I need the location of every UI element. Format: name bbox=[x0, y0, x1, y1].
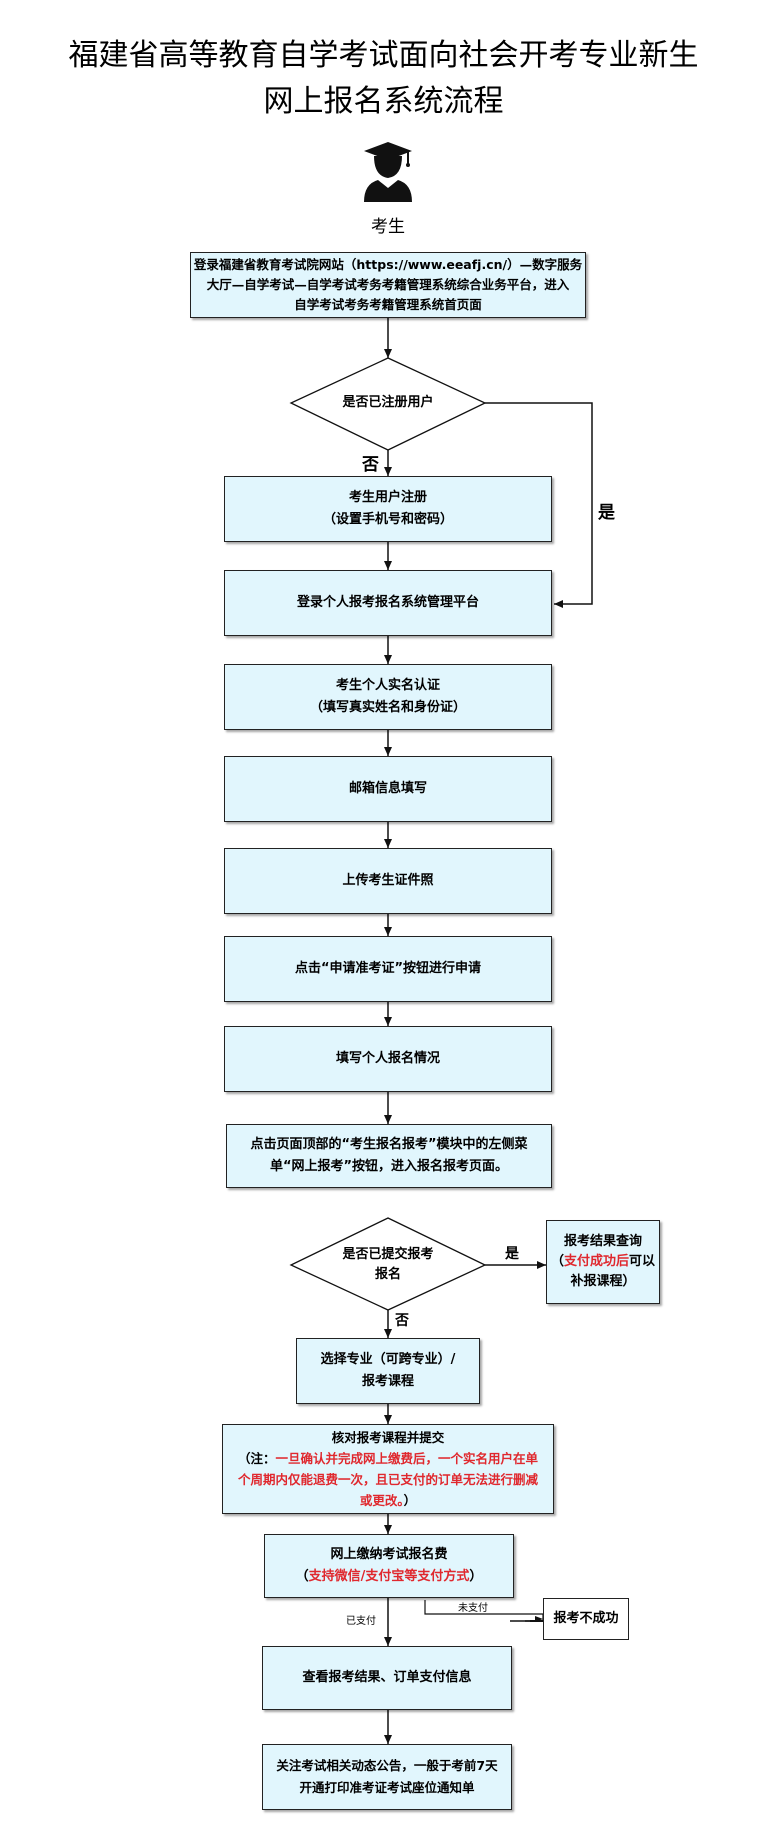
page-title-line2: 网上报名系统流程 bbox=[263, 84, 504, 119]
step-fill-info: 填写个人报名情况 bbox=[224, 1026, 552, 1092]
step-confirm-line1: 核对报考课程并提交 bbox=[331, 1430, 445, 1445]
step-apply-ticket: 点击“申请准考证”按钮进行申请 bbox=[224, 936, 552, 1002]
decision-submitted-line1: 是否已提交报考 bbox=[342, 1247, 434, 1262]
decision-submitted-label: 是否已提交报考 报名 bbox=[321, 1244, 455, 1286]
step-realname-line1: 考生个人实名认证 bbox=[335, 678, 440, 693]
step-login-website-line2: 大厅—自学考试—自学考试考务考籍管理系统综合业务平台，进入 bbox=[206, 277, 570, 292]
edge-label-yes-registered: 是 bbox=[598, 503, 615, 523]
step-confirm-line2: （注：一旦确认并完成网上缴费后，一个实名用户在单 bbox=[237, 1451, 539, 1466]
step-view-result: 查看报考结果、订单支付信息 bbox=[262, 1646, 512, 1710]
step-fill-info-text: 填写个人报名情况 bbox=[335, 1051, 440, 1066]
step-register-line1: 考生用户注册 bbox=[348, 490, 427, 505]
step-login-platform: 登录个人报考报名系统管理平台 bbox=[224, 570, 552, 636]
decision-submitted-diamond bbox=[289, 1217, 487, 1311]
step-result-query: 报考结果查询 （支付成功后可以 补报课程） bbox=[546, 1220, 660, 1304]
step-login-website: 登录福建省教育考试院网站（https://www.eeafj.cn/）—数字服务… bbox=[190, 252, 586, 318]
edge-label-unpaid: 未支付 bbox=[458, 1603, 488, 1614]
step-pay-line1: 网上缴纳考试报名费 bbox=[330, 1547, 448, 1562]
step-login-platform-text: 登录个人报考报名系统管理平台 bbox=[296, 595, 479, 610]
step-choose-major: 选择专业（可跨专业）/ 报考课程 bbox=[296, 1338, 480, 1404]
step-confirm-line4: 或更改。） bbox=[359, 1493, 417, 1508]
step-upload-photo-text: 上传考生证件照 bbox=[342, 873, 434, 888]
step-register-line2: （设置手机号和密码） bbox=[322, 512, 453, 527]
step-menu-line2: 单“网上报考”按钮，进入报名报考页面。 bbox=[269, 1159, 509, 1174]
step-view-result-text: 查看报考结果、订单支付信息 bbox=[302, 1670, 472, 1685]
step-menu-line1: 点击页面顶部的“考生报名报考”模块中的左侧菜 bbox=[250, 1137, 528, 1152]
step-apply-failed: 报考不成功 bbox=[543, 1598, 629, 1640]
edge-label-paid: 已支付 bbox=[346, 1616, 376, 1627]
step-apply-failed-text: 报考不成功 bbox=[553, 1611, 619, 1626]
edge-label-yes-submitted: 是 bbox=[505, 1246, 519, 1262]
decision-submitted-line2: 报名 bbox=[374, 1267, 401, 1282]
step-follow-notice: 关注考试相关动态公告，一般于考前7天 开通打印准考证考试座位通知单 bbox=[262, 1744, 512, 1810]
step-login-website-line3: 自学考试考务考籍管理系统首页面 bbox=[294, 297, 482, 312]
step-notice-line1: 关注考试相关动态公告，一般于考前7天 bbox=[276, 1758, 498, 1773]
page-title-line1: 福建省高等教育自学考试面向社会开考专业新生 bbox=[68, 38, 699, 73]
step-upload-photo: 上传考生证件照 bbox=[224, 848, 552, 914]
step-email: 邮箱信息填写 bbox=[224, 756, 552, 822]
step-apply-ticket-text: 点击“申请准考证”按钮进行申请 bbox=[294, 961, 482, 976]
step-choose-major-line2: 报考课程 bbox=[361, 1374, 414, 1389]
step-result-query-line2: （支付成功后可以 bbox=[550, 1254, 656, 1269]
step-login-website-line1: 登录福建省教育考试院网站（https://www.eeafj.cn/）—数字服务 bbox=[193, 257, 583, 272]
step-email-text: 邮箱信息填写 bbox=[348, 781, 427, 796]
step-notice-line2: 开通打印准考证考试座位通知单 bbox=[299, 1780, 475, 1795]
edge-label-no-registered: 否 bbox=[362, 455, 379, 475]
step-confirm-line3: 个周期内仅能退费一次，且已支付的订单无法进行删减 bbox=[237, 1472, 538, 1487]
step-realname-line2: （填写真实姓名和身份证） bbox=[309, 700, 466, 715]
step-online-apply-menu: 点击页面顶部的“考生报名报考”模块中的左侧菜 单“网上报考”按钮，进入报名报考页… bbox=[226, 1124, 552, 1188]
step-result-query-line3: 补报课程） bbox=[570, 1274, 636, 1289]
edge-label-no-submitted: 否 bbox=[395, 1313, 409, 1329]
start-label: 考生 bbox=[371, 217, 405, 237]
step-register: 考生用户注册 （设置手机号和密码） bbox=[224, 476, 552, 542]
step-pay-line2: （支持微信/支付宝等支付方式） bbox=[295, 1569, 483, 1584]
student-graduate-icon bbox=[360, 140, 416, 202]
step-realname-auth: 考生个人实名认证 （填写真实姓名和身份证） bbox=[224, 664, 552, 730]
step-result-query-line1: 报考结果查询 bbox=[563, 1234, 642, 1249]
decision-registered-diamond bbox=[289, 357, 487, 451]
step-pay-fee: 网上缴纳考试报名费 （支持微信/支付宝等支付方式） bbox=[264, 1534, 514, 1598]
step-choose-major-line1: 选择专业（可跨专业）/ bbox=[320, 1352, 456, 1367]
decision-registered-label: 是否已注册用户 bbox=[342, 395, 434, 410]
step-confirm-submit: 核对报考课程并提交 （注：一旦确认并完成网上缴费后，一个实名用户在单 个周期内仅… bbox=[222, 1424, 554, 1514]
